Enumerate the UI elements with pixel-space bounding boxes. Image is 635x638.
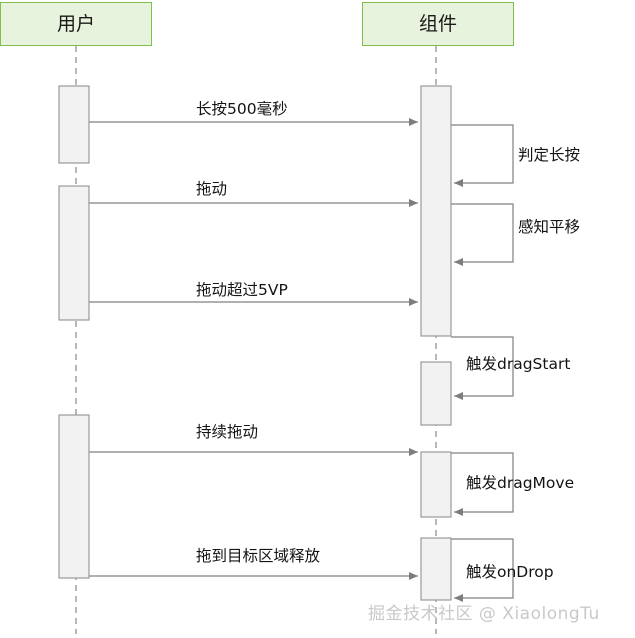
activation-bar-user-3 — [58, 414, 90, 579]
message-self-trigger-dragstart — [451, 336, 514, 400]
activation-bar-user-2 — [58, 185, 90, 321]
message-label-trigger-dragmove: 触发dragMove — [466, 474, 575, 492]
activation-bar-component-6 — [420, 451, 452, 518]
message-label-long-press: 长按500毫秒 — [196, 100, 288, 118]
message-self-sense-translate — [451, 203, 514, 266]
message-label-continuous-drag: 持续拖动 — [196, 423, 259, 441]
lifelines-layer — [75, 46, 437, 634]
message-label-judge-long-press: 判定长按 — [518, 146, 581, 164]
activation-bar-component-7 — [420, 537, 452, 601]
message-label-trigger-ondrop: 触发onDrop — [466, 563, 554, 581]
message-label-trigger-dragstart: 触发dragStart — [466, 355, 571, 373]
activation-bar-component-5 — [420, 361, 452, 426]
watermark: 掘金技术社区 @ XiaolongTu — [368, 604, 600, 624]
participant-box-component[interactable]: 组件 — [362, 2, 514, 46]
message-label-drop-on-target: 拖到目标区域释放 — [196, 547, 321, 565]
message-self-trigger-ondrop — [451, 538, 514, 602]
participant-box-user[interactable]: 用户 — [0, 2, 152, 46]
participant-label-user: 用户 — [56, 12, 95, 35]
message-label-sense-translate: 感知平移 — [518, 218, 581, 236]
activation-bar-component-4 — [420, 85, 452, 337]
message-self-trigger-dragmove — [451, 452, 514, 516]
activations-layer — [58, 85, 452, 601]
activation-bar-user-1 — [58, 85, 90, 164]
message-label-drag-over-5vp: 拖动超过5VP — [196, 281, 288, 299]
participant-label-component: 组件 — [418, 12, 457, 35]
message-label-drag: 拖动 — [196, 180, 228, 198]
message-self-judge-long-press — [451, 124, 514, 187]
messages-layer — [89, 118, 514, 602]
